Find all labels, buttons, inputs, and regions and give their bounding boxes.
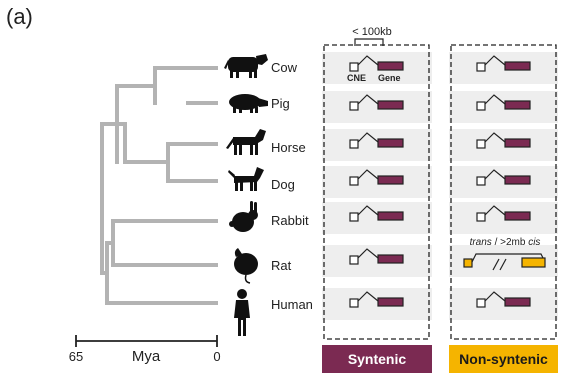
phylogenetic-tree [102, 68, 216, 303]
cis-text: cis [528, 237, 540, 248]
species-label: Rabbit [271, 213, 309, 228]
syntenic-legend: Syntenic [322, 345, 432, 373]
row-bg-syntenic-dog [322, 166, 432, 198]
axis-label-right: 0 [213, 349, 220, 364]
trans-text: trans [470, 237, 492, 248]
cne-label: CNE [347, 73, 366, 83]
dog-icon [228, 167, 264, 191]
row-bg-nonsyntenic-horse [449, 129, 558, 161]
nonsyntenic-legend: Non-syntenic [449, 345, 558, 373]
rabbit-icon [229, 201, 258, 232]
species-label: Pig [271, 96, 290, 111]
trans-cis-label: trans / >2mb cis [470, 237, 541, 248]
human-icon [234, 289, 250, 336]
species-labels: Cow Pig Horse Dog Rabbit Rat Human [271, 60, 313, 312]
row-bg-nonsyntenic-cow [449, 52, 558, 84]
species-label: Cow [271, 60, 298, 75]
row-bg-nonsyntenic-dog [449, 166, 558, 198]
row-bg-syntenic-pig [322, 91, 432, 123]
species-label: Human [271, 297, 313, 312]
row-bg-syntenic-cow [322, 52, 432, 84]
scale-note: < 100kb [352, 26, 391, 38]
row-backgrounds [322, 52, 558, 320]
species-label: Horse [271, 140, 306, 155]
rat-icon [234, 248, 258, 283]
row-bg-syntenic-rabbit [322, 202, 432, 234]
pig-icon [229, 94, 268, 113]
cow-icon [224, 54, 268, 78]
time-axis: 65 Mya 0 [69, 335, 221, 365]
scale-bracket: < 100kb [352, 26, 391, 46]
row-bg-nonsyntenic-pig [449, 91, 558, 123]
row-bg-syntenic-rat [322, 245, 432, 277]
row-bg-syntenic-horse [322, 129, 432, 161]
row-bg-nonsyntenic-human [449, 288, 558, 320]
row-bg-nonsyntenic-rabbit [449, 202, 558, 234]
distance-text: / >2mb [492, 237, 528, 248]
species-label: Rat [271, 258, 292, 273]
species-silhouettes [224, 54, 268, 336]
row-bg-syntenic-human [322, 288, 432, 320]
axis-unit: Mya [132, 348, 161, 365]
gene-label: Gene [378, 73, 401, 83]
species-label: Dog [271, 177, 295, 192]
axis-label-left: 65 [69, 349, 83, 364]
horse-icon [226, 129, 266, 155]
